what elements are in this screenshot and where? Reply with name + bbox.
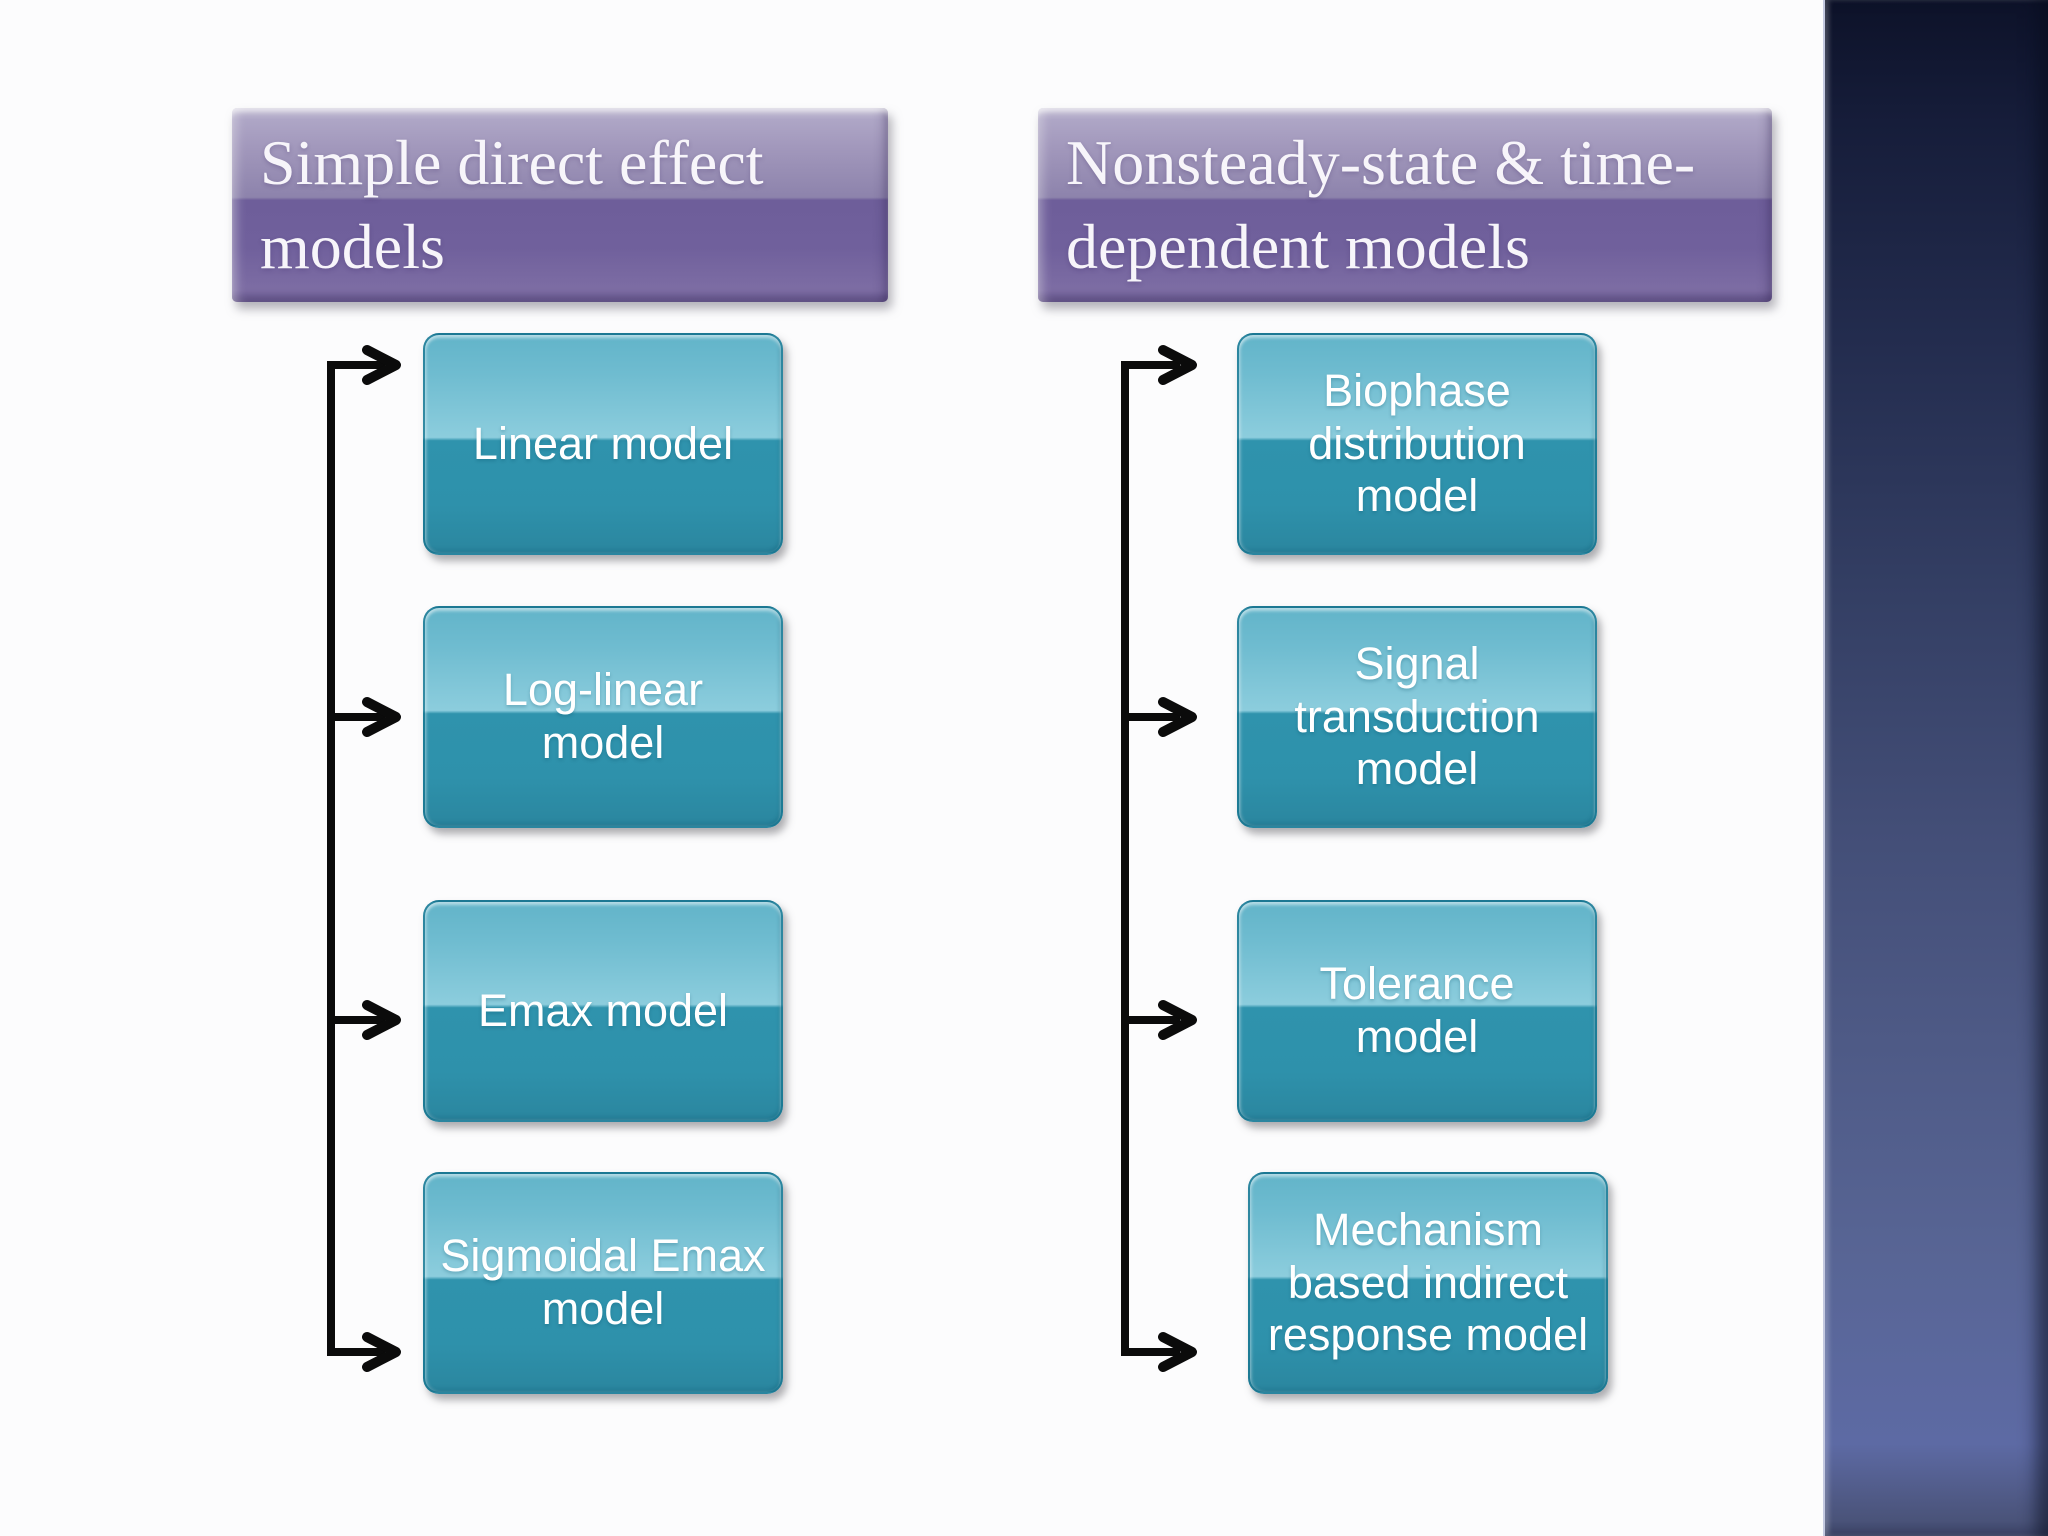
- box-label-line: model: [541, 1283, 665, 1334]
- box-label-line: Mechanism: [1312, 1204, 1544, 1256]
- box-biophase-distribution-model: Biophase distribution model: [1237, 333, 1597, 555]
- header-line: Simple direct effect: [260, 126, 764, 198]
- box-log-linear-model: Log-linear model: [423, 606, 783, 828]
- box-linear-model: Linear model: [423, 333, 783, 555]
- box-label-line: based indirect: [1287, 1256, 1569, 1308]
- arrowhead-icon: [362, 345, 401, 1372]
- box-label-line: Biophase: [1323, 365, 1511, 417]
- box-label-line: transduction: [1294, 690, 1540, 742]
- arrowhead-icon: [1158, 345, 1197, 1372]
- box-label-line: Tolerance: [1319, 958, 1515, 1010]
- header-line: dependent models: [1066, 211, 1530, 282]
- box-label-line: Linear model: [472, 417, 734, 469]
- box-mechanism-based-indirect-response-model: Mechanism based indirect response model: [1248, 1172, 1608, 1394]
- box-label-line: Log-linear: [502, 664, 704, 716]
- box-signal-transduction-model: Signal transduction model: [1237, 606, 1597, 828]
- box-label-line: model: [1355, 1011, 1479, 1062]
- left-bracket-connector: [327, 345, 401, 1372]
- right-bracket-connector: [1121, 345, 1197, 1372]
- box-emax-model: Emax model: [423, 900, 783, 1122]
- box-label-line: Sigmoidal Emax: [440, 1230, 766, 1282]
- header-simple-direct-effect-models: Simple direct effect models: [232, 108, 888, 302]
- header-line: models: [260, 211, 445, 282]
- box-label-line: Signal: [1354, 638, 1480, 690]
- box-label-line: distribution: [1308, 417, 1526, 469]
- box-sigmoidal-emax-model: Sigmoidal Emax model: [423, 1172, 783, 1394]
- box-label-line: model: [1355, 470, 1479, 522]
- box-label-line: model: [541, 717, 665, 768]
- box-tolerance-model: Tolerance model: [1237, 900, 1597, 1122]
- box-label-line: Emax model: [477, 984, 729, 1036]
- box-label-line: model: [1355, 743, 1479, 795]
- header-line: Nonsteady-state & time-: [1066, 126, 1696, 198]
- box-label-line: response model: [1267, 1309, 1589, 1361]
- side-band-decoration: [1823, 0, 2048, 1536]
- header-nonsteady-state-time-dependent-models: Nonsteady-state & time- dependent models: [1038, 108, 1772, 302]
